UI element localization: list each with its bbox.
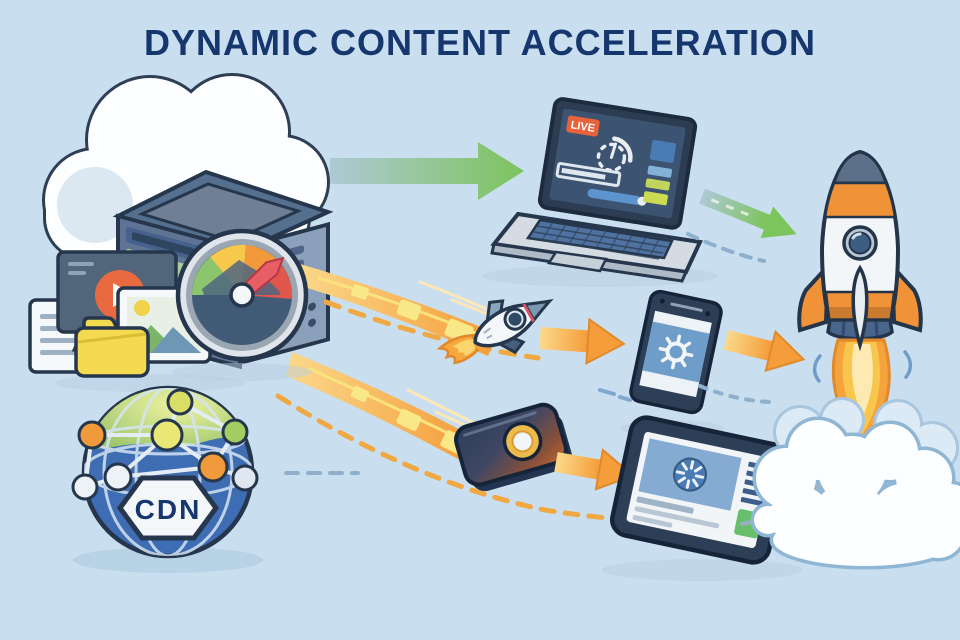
cdn-links — [83, 400, 246, 489]
gear-icon — [658, 334, 694, 370]
packet-trail-lower — [275, 352, 621, 522]
trackpad — [546, 250, 608, 273]
smoke-clouds — [750, 397, 960, 570]
spinner-icon — [672, 457, 707, 492]
rocket-small-icon — [436, 298, 554, 365]
tablet-icon — [602, 415, 802, 581]
left-fin — [797, 260, 831, 333]
gray-dashed-line — [740, 502, 826, 526]
progress-bar-blue — [587, 188, 641, 205]
orange-dashed-trail — [323, 299, 541, 361]
green-arrow — [330, 142, 524, 200]
orange-arrow-tablet — [554, 448, 635, 491]
speed-gauge-icon — [172, 228, 312, 381]
page-title: DYNAMIC CONTENT ACCELERATION — [144, 22, 816, 63]
green-dashed-arrow — [686, 188, 797, 263]
progress-bar-outline — [555, 162, 622, 187]
cdn-badge: CDN — [116, 475, 220, 541]
cdn-nodes — [71, 388, 259, 501]
blue-dashed-line — [698, 384, 772, 404]
cdn-badge-label: CDN — [135, 494, 202, 525]
media-device-icon — [454, 402, 572, 492]
laptop-icon: LIVE — [482, 97, 718, 287]
laptop-screen: LIVE — [537, 97, 698, 230]
center-fin — [851, 264, 869, 352]
nose-tip — [831, 150, 889, 185]
smartphone-icon — [598, 289, 724, 436]
live-badge — [566, 115, 600, 137]
live-badge-label: LIVE — [570, 119, 596, 135]
orange-arrow-rocket-upper — [723, 329, 806, 372]
sun-icon — [134, 300, 150, 316]
right-fin — [889, 260, 923, 333]
folder-icon — [74, 316, 150, 378]
cdn-globe-icon: CDN — [71, 385, 263, 573]
smoke-swoosh — [812, 350, 913, 383]
orange-arrow-phone — [539, 317, 626, 366]
rocket-launch-icon — [750, 149, 960, 570]
